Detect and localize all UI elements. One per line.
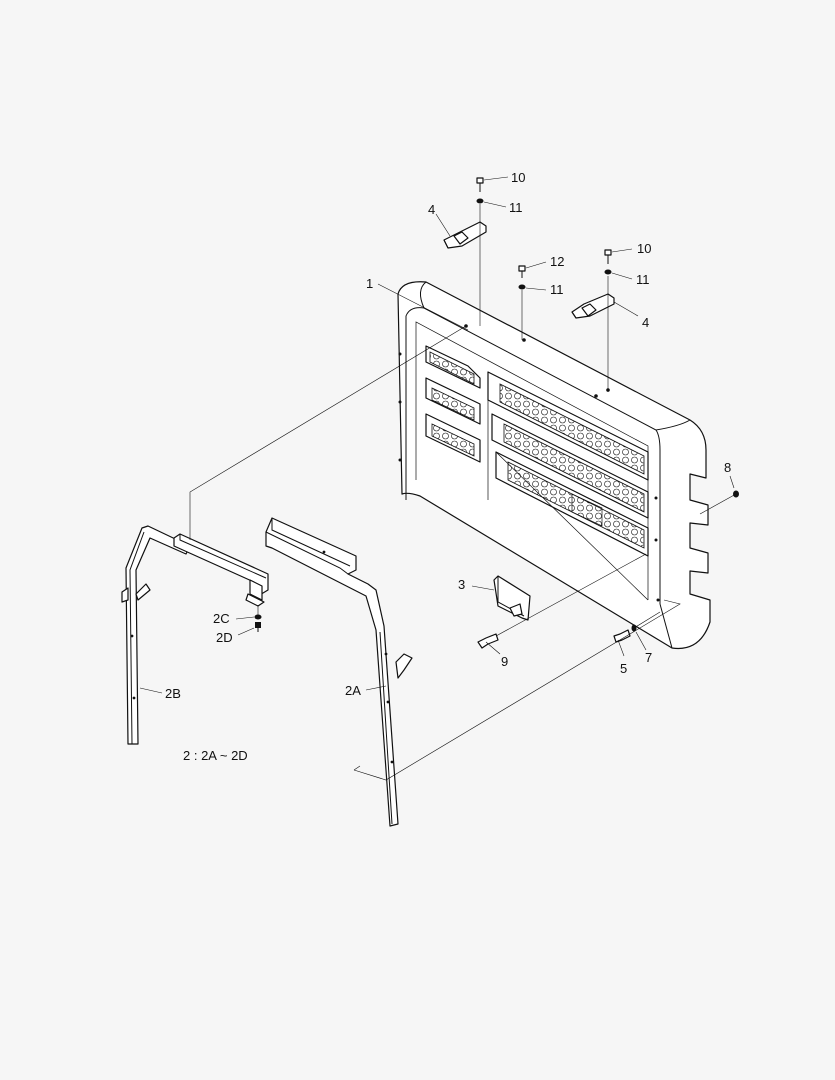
grille-frame (397, 281, 711, 650)
callout-11-right: 11 (636, 272, 650, 287)
washer-11-mid (518, 284, 526, 290)
callout-2a: 2A (345, 683, 361, 698)
callout-11-left: 11 (509, 200, 523, 215)
callout-3: 3 (458, 577, 465, 592)
callout-12: 12 (550, 254, 564, 269)
bolt-12 (518, 265, 526, 278)
callout-11-mid: 11 (550, 282, 564, 297)
frame-2b (121, 525, 191, 745)
bracket-left (173, 533, 269, 607)
bolt-10-right (604, 249, 612, 264)
callout-4-left: 4 (428, 202, 435, 217)
washer-11-right (604, 269, 612, 275)
bolt-10-left (476, 177, 484, 192)
callout-2b: 2B (165, 686, 181, 701)
callout-1: 1 (366, 276, 373, 291)
bolt-2d (255, 622, 261, 632)
bolt-9 (477, 633, 499, 649)
grille-louvers (425, 345, 649, 601)
hinge-4-left (443, 221, 487, 249)
callout-7: 7 (645, 650, 652, 665)
assembly-note: 2 : 2A ~ 2D (183, 748, 248, 763)
callout-10-right: 10 (637, 241, 651, 256)
bolt-5 (613, 629, 631, 643)
callout-2c: 2C (213, 611, 230, 626)
hinge-4-right (571, 293, 615, 319)
callout-4-right: 4 (642, 315, 649, 330)
callout-10-left: 10 (511, 170, 525, 185)
frame-2a (265, 517, 413, 827)
callout-labels: 10 11 4 12 11 10 11 4 1 8 3 9 5 7 2C 2D … (165, 170, 731, 763)
washer-11-left (476, 198, 484, 204)
callout-2d: 2D (216, 630, 233, 645)
assembly-lines (189, 204, 737, 781)
callout-8: 8 (724, 460, 731, 475)
frame-holes (398, 324, 660, 602)
callout-leaders (139, 176, 735, 694)
bracket-3 (493, 575, 531, 621)
callout-5: 5 (620, 661, 627, 676)
callout-9: 9 (501, 654, 508, 669)
